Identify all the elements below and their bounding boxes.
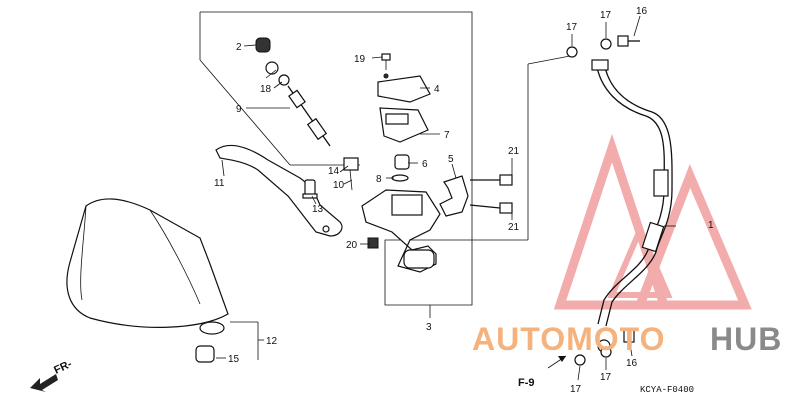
label-9: 9 [236, 104, 242, 115]
direction-label: FR- [52, 358, 74, 377]
switch-assembly [265, 61, 331, 147]
label-18: 18 [260, 84, 272, 95]
label-17-top-left: 17 [566, 22, 578, 33]
label-21-top: 21 [508, 146, 520, 157]
front-arrow [30, 374, 58, 392]
label-4: 4 [434, 84, 440, 95]
label-6: 6 [422, 159, 428, 170]
label-12: 12 [266, 336, 278, 347]
label-16-top: 16 [636, 6, 648, 17]
label-11: 11 [214, 178, 225, 189]
watermark-logo [553, 133, 752, 310]
label-7: 7 [444, 130, 450, 141]
clutch-lever [215, 145, 343, 237]
reservoir-fittings [391, 154, 410, 182]
label-19: 19 [354, 54, 366, 65]
pivot-bolt [302, 179, 318, 199]
label-10: 10 [333, 180, 345, 191]
part-labels: 1 2 3 4 5 6 7 8 9 10 11 12 13 14 15 16 1… [214, 6, 714, 395]
switch-screw [367, 237, 379, 249]
watermark-text-left: AUTOMOTO [472, 321, 665, 357]
master-cylinder [361, 189, 441, 273]
label-1: 1 [708, 220, 714, 231]
cap-screw [381, 53, 391, 70]
oil-bolts [469, 174, 513, 214]
cap-nut [195, 345, 215, 363]
label-21-bottom: 21 [508, 222, 520, 233]
brake-switch [343, 157, 359, 191]
upper-bolts [566, 35, 640, 58]
drawing-code: KCYA-F0400 [640, 385, 694, 395]
lower-bolts [574, 329, 635, 366]
label-17-bottom-left: 17 [570, 384, 582, 395]
label-20: 20 [346, 240, 358, 251]
page-reference: F-9 [518, 377, 535, 389]
brake-hose [591, 59, 673, 353]
label-17-top-right: 17 [600, 10, 612, 21]
label-15: 15 [228, 354, 240, 365]
leader-lines [216, 15, 676, 381]
assembly-frame [199, 11, 571, 318]
hose-joint [439, 175, 469, 217]
page-ref-arrow [547, 355, 567, 369]
dust-seal [255, 37, 271, 53]
label-3: 3 [426, 322, 432, 333]
label-16-bottom: 16 [626, 358, 638, 369]
watermark-text-right: HUB [710, 321, 782, 357]
hand-guard [66, 198, 229, 335]
label-13: 13 [312, 204, 324, 215]
label-2: 2 [236, 42, 242, 53]
reservoir-cap [377, 73, 431, 143]
label-14: 14 [328, 166, 340, 177]
label-5: 5 [448, 154, 454, 165]
label-8: 8 [376, 174, 382, 185]
label-17-bottom-right: 17 [600, 372, 612, 383]
